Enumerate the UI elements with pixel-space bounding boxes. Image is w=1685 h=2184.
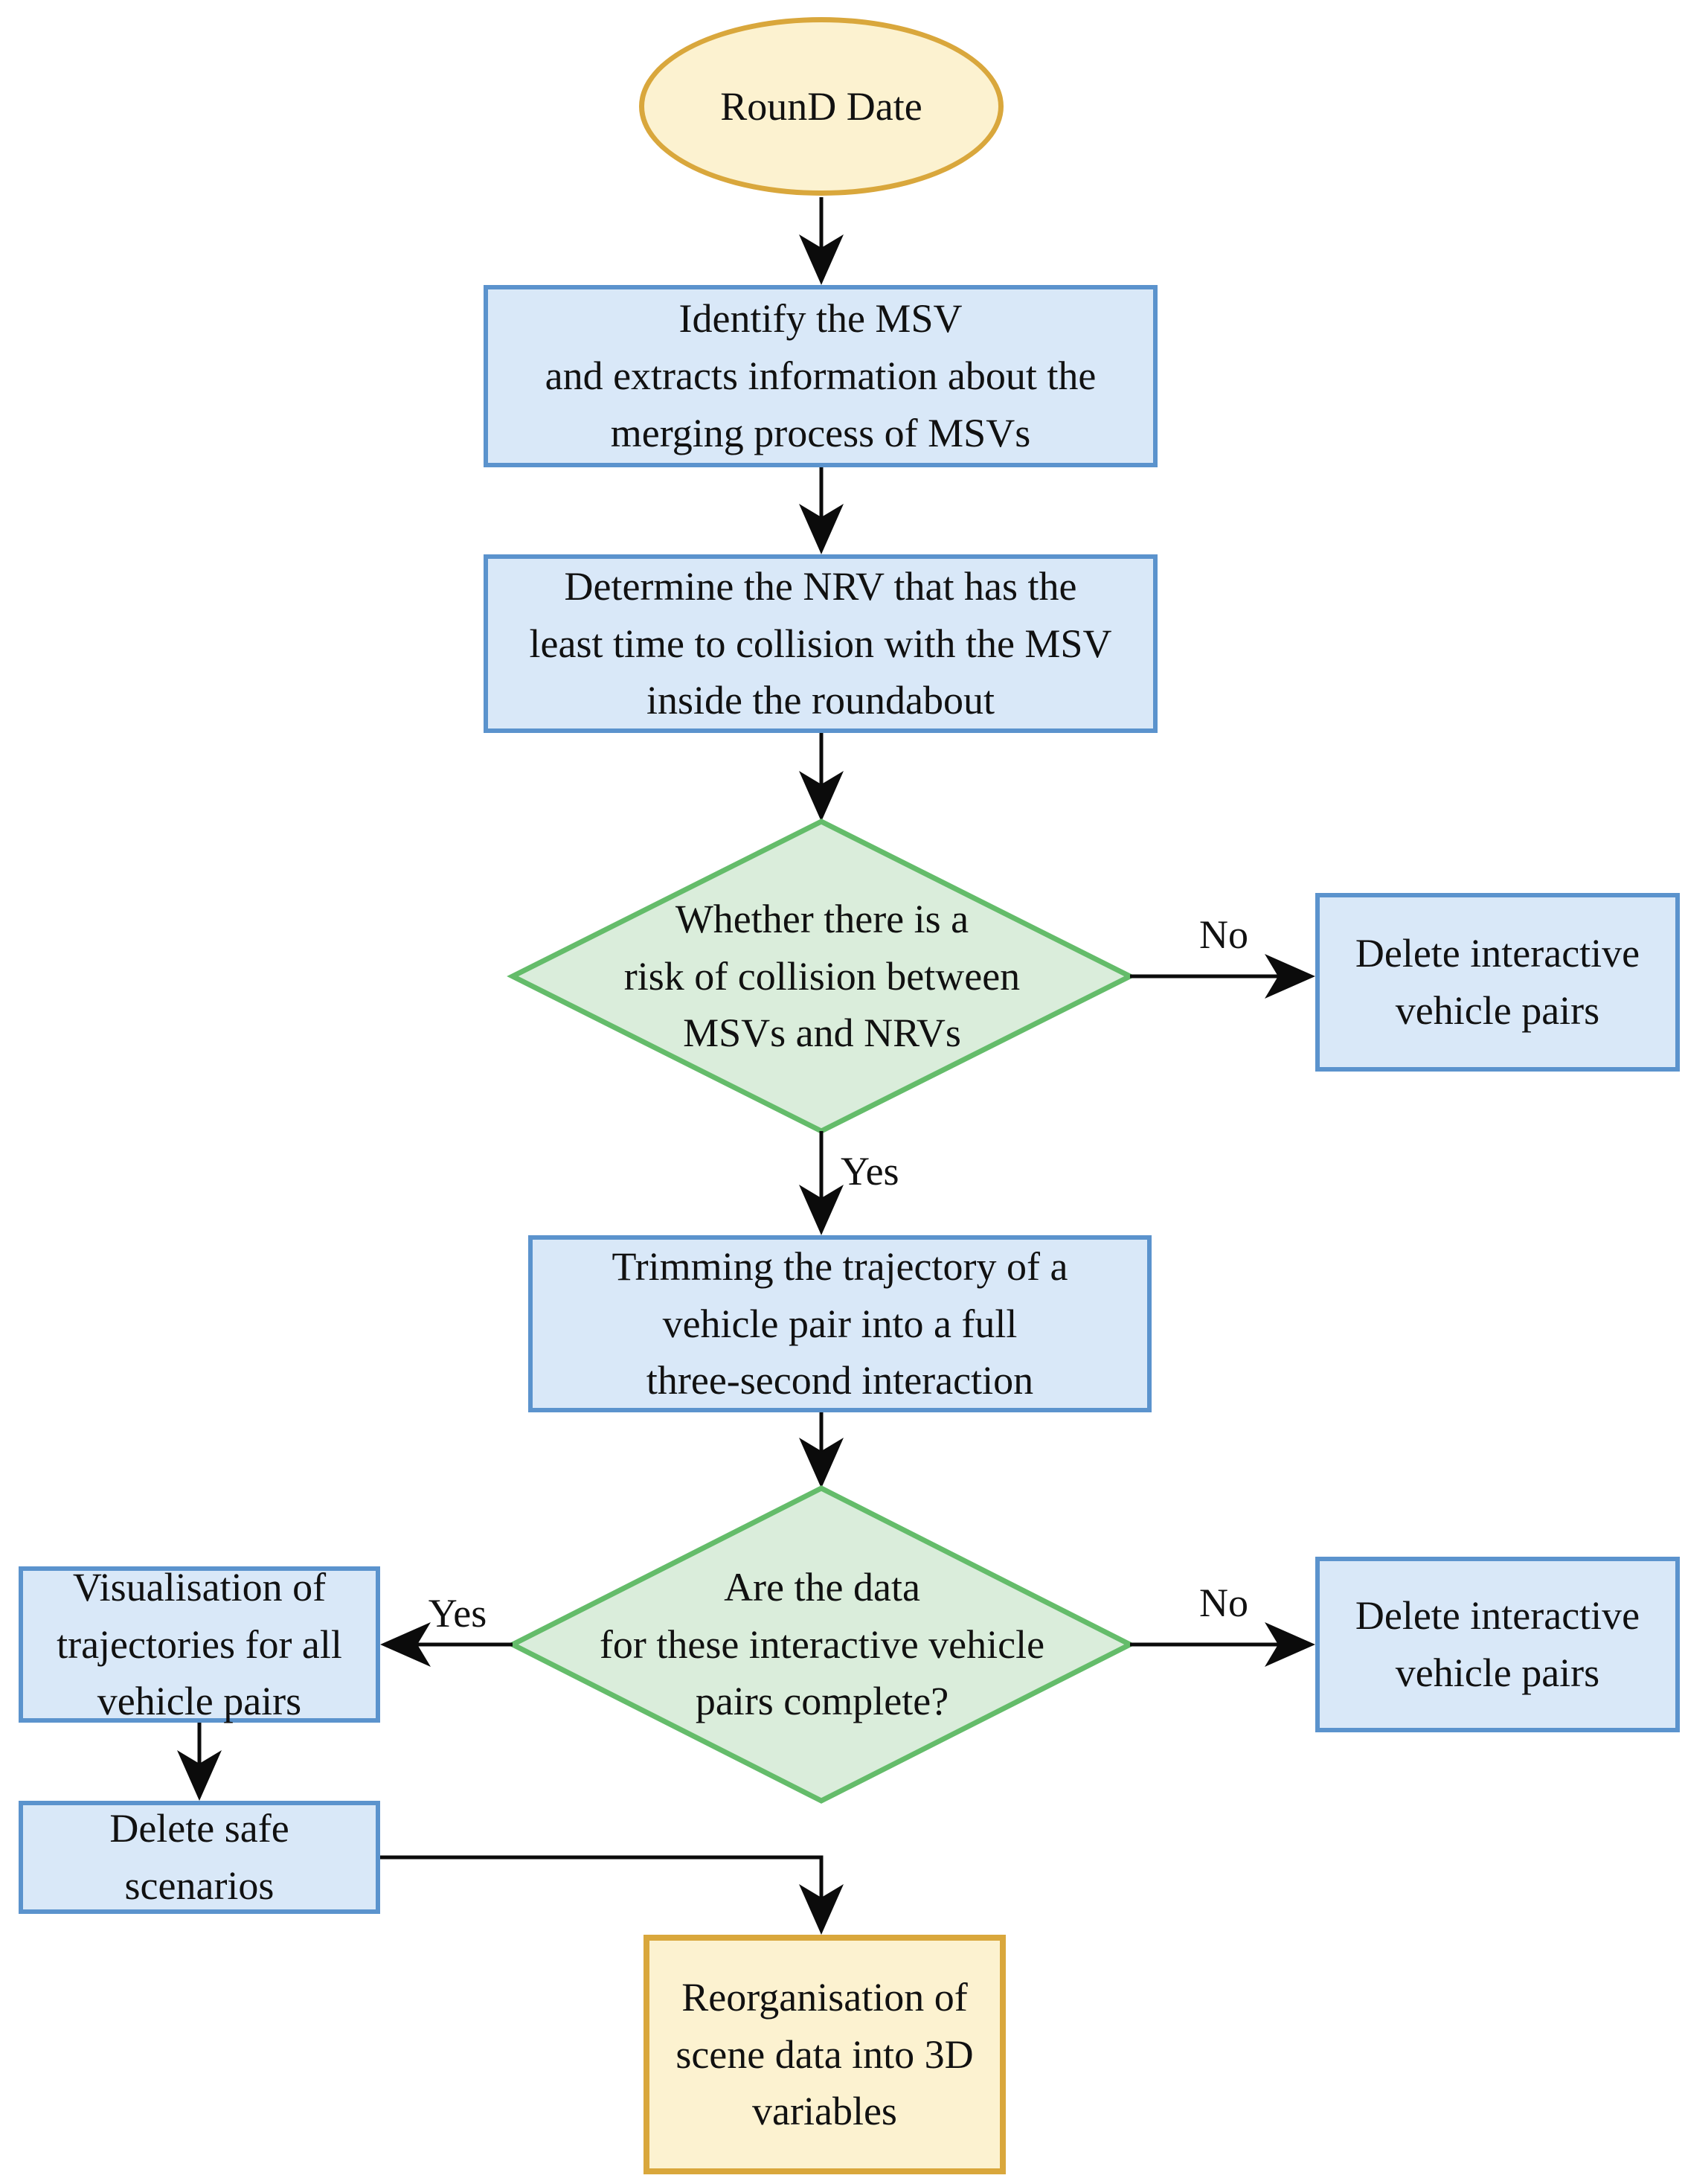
process-delete-pairs-bottom-label: Delete interactive vehicle pairs (1355, 1593, 1640, 1695)
process-trimming-label: Trimming the trajectory of a vehicle pai… (612, 1244, 1068, 1403)
arrowhead-trimming (799, 1185, 844, 1235)
process-visualisation-label: Visualisation of trajectories for all ve… (57, 1565, 342, 1724)
decision-collision-risk: Whether there is a risk of collision bet… (521, 863, 1123, 1089)
arrowhead-deletesafe (177, 1750, 222, 1801)
process-determine-nrv: Determine the NRV that has the least tim… (484, 554, 1158, 733)
edge-label-yes-2: Yes (428, 1591, 487, 1636)
process-trimming: Trimming the trajectory of a vehicle pai… (528, 1235, 1152, 1412)
arrowhead-delete-bottom (1265, 1622, 1315, 1667)
arrowhead-reorganisation (799, 1884, 844, 1935)
diamond-data-complete-shape (507, 1485, 1136, 1804)
arrowhead-delete-top (1265, 954, 1315, 999)
arrowhead-risk (799, 771, 844, 822)
process-identify-msv-label: Identify the MSV and extracts informatio… (545, 296, 1097, 455)
edge-label-no-2: No (1199, 1581, 1248, 1625)
terminator-reorganisation: Reorganisation of scene data into 3D var… (643, 1935, 1006, 2174)
arrowhead-visualisation (380, 1622, 431, 1667)
decision-data-complete-label: Are the data for these interactive vehic… (599, 1564, 1045, 1724)
process-identify-msv: Identify the MSV and extracts informatio… (484, 285, 1158, 467)
arrowhead-identify (799, 234, 844, 285)
edge-deletesafe-reorganisation (380, 1855, 824, 1898)
process-delete-pairs-top: Delete interactive vehicle pairs (1315, 893, 1680, 1072)
start-terminator: RounD Date (639, 17, 1004, 196)
arrowhead-complete (799, 1438, 844, 1488)
process-visualisation: Visualisation of trajectories for all ve… (19, 1565, 380, 1723)
process-delete-safe-label: Delete safe scenarios (109, 1806, 289, 1908)
process-delete-safe: Delete safe scenarios (19, 1801, 380, 1914)
terminator-reorganisation-label: Reorganisation of scene data into 3D var… (675, 1974, 974, 2134)
process-determine-nrv-label: Determine the NRV that has the least tim… (529, 564, 1112, 723)
decision-collision-risk-label: Whether there is a risk of collision bet… (623, 896, 1021, 1056)
start-label: RounD Date (720, 83, 922, 129)
edge-label-no-1: No (1199, 912, 1248, 957)
process-delete-pairs-top-label: Delete interactive vehicle pairs (1355, 931, 1640, 1033)
decision-data-complete: Are the data for these interactive vehic… (521, 1531, 1123, 1758)
edge-label-yes-1: Yes (841, 1149, 899, 1194)
arrowhead-determine (799, 504, 844, 554)
process-delete-pairs-bottom: Delete interactive vehicle pairs (1315, 1557, 1680, 1732)
